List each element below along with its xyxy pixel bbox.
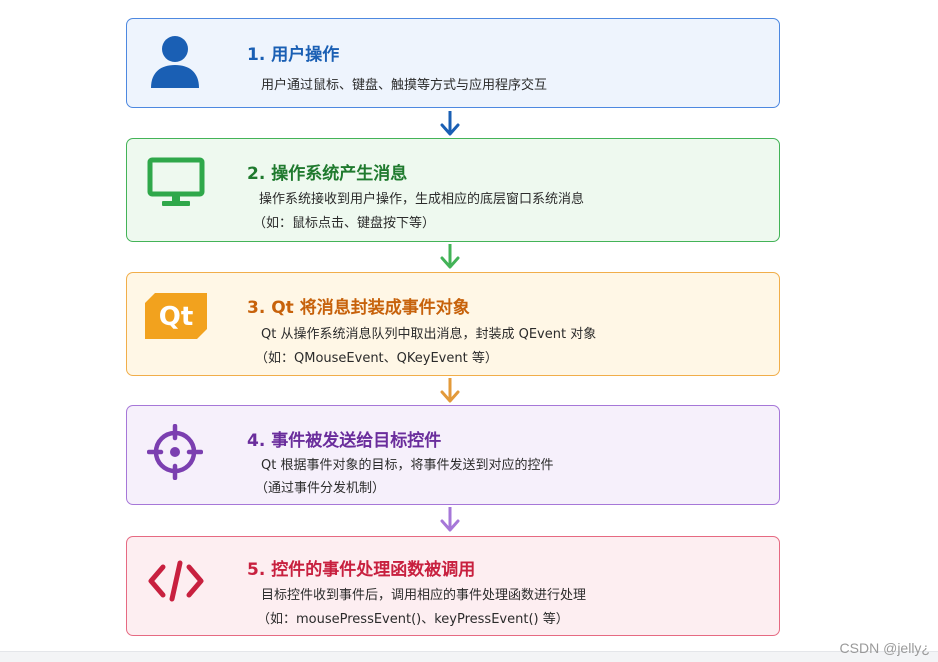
- step-3-box: Qt 3. Qt 将消息封装成事件对象 Qt 从操作系统消息队列中取出消息，封装…: [126, 272, 780, 376]
- step-3-note: （如：QMouseEvent、QKeyEvent 等）: [255, 351, 498, 366]
- step-2-note: （如：鼠标点击、键盘按下等）: [253, 216, 436, 231]
- arrow-down-icon: [440, 111, 460, 136]
- bottom-bar: [0, 651, 938, 662]
- step-2-box: 2. 操作系统产生消息 操作系统接收到用户操作，生成相应的底层窗口系统消息 （如…: [126, 138, 780, 242]
- target-icon: [146, 423, 204, 484]
- step-1-box: 1. 用户操作 用户通过鼠标、键盘、触摸等方式与应用程序交互: [126, 18, 780, 108]
- step-5-desc: 目标控件收到事件后，调用相应的事件处理函数进行处理: [261, 588, 587, 603]
- step-4-desc: Qt 根据事件对象的目标，将事件发送到对应的控件: [261, 458, 554, 473]
- qt-logo-icon: Qt: [145, 293, 207, 343]
- step-4-title: 4. 事件被发送给目标控件: [247, 431, 442, 451]
- step-4-note: （通过事件分发机制）: [255, 481, 386, 496]
- arrow-down-icon: [440, 507, 460, 532]
- monitor-icon: [147, 157, 205, 213]
- step-2-title: 2. 操作系统产生消息: [247, 164, 408, 184]
- step-5-title: 5. 控件的事件处理函数被调用: [247, 560, 476, 580]
- user-icon: [149, 34, 201, 94]
- arrow-down-icon: [440, 244, 460, 269]
- svg-text:Qt: Qt: [159, 302, 194, 332]
- step-3-title: 3. Qt 将消息封装成事件对象: [247, 298, 470, 318]
- code-icon: [147, 559, 205, 607]
- step-1-desc: 用户通过鼠标、键盘、触摸等方式与应用程序交互: [261, 78, 548, 93]
- step-5-note: （如：mousePressEvent()、keyPressEvent() 等）: [257, 612, 569, 627]
- arrow-down-icon: [440, 378, 460, 403]
- watermark: CSDN @jelly¿: [839, 640, 930, 656]
- step-4-box: 4. 事件被发送给目标控件 Qt 根据事件对象的目标，将事件发送到对应的控件 （…: [126, 405, 780, 505]
- step-1-title: 1. 用户操作: [247, 45, 340, 65]
- step-2-desc: 操作系统接收到用户操作，生成相应的底层窗口系统消息: [259, 192, 585, 207]
- step-3-desc: Qt 从操作系统消息队列中取出消息，封装成 QEvent 对象: [261, 327, 597, 342]
- step-5-box: 5. 控件的事件处理函数被调用 目标控件收到事件后，调用相应的事件处理函数进行处…: [126, 536, 780, 636]
